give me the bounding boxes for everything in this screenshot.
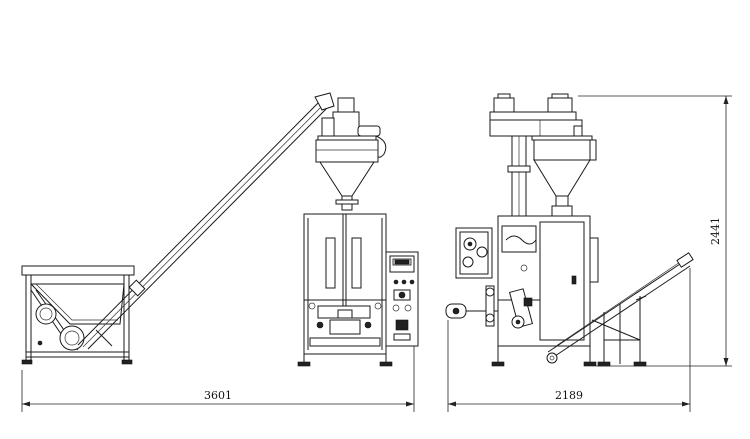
auger-filler-side (489, 93, 597, 217)
output-conveyor (546, 252, 694, 367)
control-cabinet (385, 251, 419, 347)
auger-filler-front (315, 97, 387, 211)
dimension-total-length: 3601 (204, 389, 232, 402)
bagging-machine-front (297, 213, 393, 367)
screw-conveyor (77, 92, 335, 350)
dimension-height: 2441 (709, 217, 722, 245)
dimension-lines (21, 95, 732, 412)
dimension-side-width: 2189 (555, 389, 583, 402)
front-view (21, 92, 419, 367)
feed-hopper (21, 265, 135, 365)
side-view (445, 93, 694, 367)
bagging-machine-side (445, 215, 599, 367)
